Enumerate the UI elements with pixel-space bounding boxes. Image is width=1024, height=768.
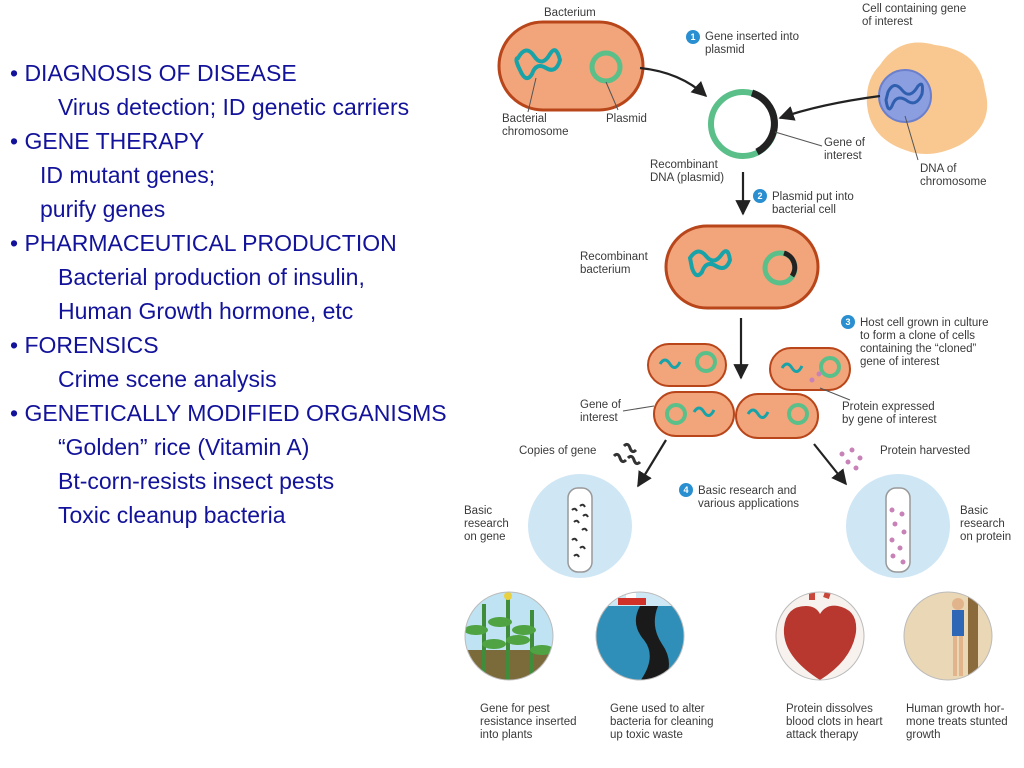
- step-1-badge: 1: [686, 30, 700, 44]
- clone-cell-4: [735, 393, 819, 439]
- animal-cell: [866, 42, 988, 154]
- bullet-detail: Bt-corn-resists insect pests: [58, 468, 335, 494]
- label-copies-of-gene: Copies of gene: [519, 445, 596, 457]
- svg-text:4: 4: [683, 485, 688, 495]
- leader-lines: [527, 77, 919, 412]
- bullet-detail: Bacterial production of insulin,: [58, 264, 365, 290]
- label-plasmid: Plasmid: [606, 113, 647, 125]
- bacterial-chromosome-dna: [514, 48, 563, 81]
- bullet-detail: Crime scene analysis: [58, 366, 277, 392]
- recombinant-plasmid: [708, 89, 778, 159]
- bullet-heading: • GENETICALLY MODIFIED ORGANISMS: [10, 400, 447, 426]
- gene-insert: [750, 89, 778, 156]
- plasmid-ring: [589, 50, 623, 84]
- bullet-detail: Virus detection; ID genetic carriers: [58, 94, 410, 120]
- bullet-heading: • FORENSICS: [10, 332, 159, 358]
- bullet-detail: purify genes: [40, 196, 166, 222]
- arrows: [637, 66, 881, 488]
- bullet-heading: • GENE THERAPY: [10, 128, 205, 154]
- bullet-detail: Human Growth hormone, etc: [58, 298, 354, 324]
- clone-cell-3: [653, 391, 735, 437]
- gene-copies: [612, 442, 642, 466]
- bullet-heading: • DIAGNOSIS OF DISEASE: [10, 60, 297, 86]
- bullet-detail: Toxic cleanup bacteria: [58, 502, 286, 528]
- bullet-detail: “Golden” rice (Vitamin A): [58, 434, 310, 460]
- step-2-badge: 2: [753, 189, 767, 203]
- growth-measurement-image: [904, 592, 992, 680]
- gene-test-tube: [528, 474, 632, 578]
- clone-cell-2: [769, 347, 851, 391]
- protein-test-tube: [846, 474, 950, 578]
- pest-resistant-plants-image: [465, 592, 553, 680]
- heart-image: [776, 592, 864, 680]
- bullet-heading: • PHARMACEUTICAL PRODUCTION: [10, 230, 397, 256]
- svg-text:1: 1: [690, 32, 695, 42]
- harvested-proteins: [839, 447, 863, 471]
- bullet-detail: ID mutant genes;: [40, 162, 216, 188]
- step-3-badge: 3: [841, 315, 855, 329]
- step-4-badge: 4: [679, 483, 693, 497]
- svg-text:2: 2: [757, 191, 762, 201]
- oil-spill-cleanup-image: [596, 592, 684, 680]
- svg-text:3: 3: [845, 317, 850, 327]
- label-protein-harvested: Protein harvested: [880, 445, 970, 457]
- label-bacterium: Bacterium: [544, 7, 596, 19]
- recombinant-bacterium: [664, 224, 820, 310]
- bacterium-top: [497, 20, 645, 112]
- chromosome-dna: [884, 82, 924, 111]
- clone-cell-1: [647, 343, 727, 387]
- application-bullet-list: • DIAGNOSIS OF DISEASE Virus detection; I…: [10, 56, 570, 532]
